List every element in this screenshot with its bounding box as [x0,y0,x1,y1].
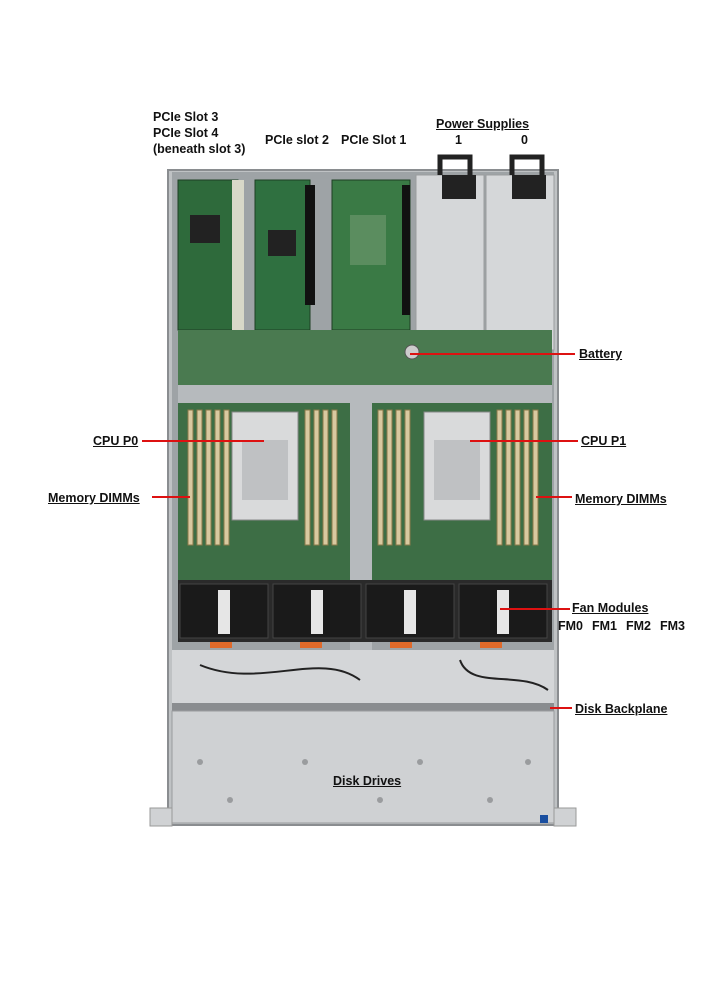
label-pcie-slot-2: PCIe slot 2 [265,133,329,147]
label-memory-dimms-left: Memory DIMMs [48,491,140,505]
label-fan-modules: Fan Modules [572,601,649,615]
label-fm1: FM1 [592,619,617,633]
label-disk-backplane: Disk Backplane [575,702,668,716]
label-pcie-slot-1: PCIe Slot 1 [341,133,407,147]
callout-line-dimms-right [536,496,572,498]
power-supply-0 [485,174,555,351]
callout-line-fan-modules [500,608,570,610]
callout-line-battery [410,353,575,355]
callout-line-disk-backplane [550,707,572,709]
label-battery: Battery [579,347,623,361]
callout-line-cpu-p1 [470,440,578,442]
label-disk-drives: Disk Drives [333,774,402,788]
label-fm2: FM2 [626,619,651,633]
label-power-supplies: Power Supplies [436,117,530,131]
label-psu-0: 0 [521,133,528,147]
disk-drives-bay [171,710,555,824]
label-psu-1: 1 [455,133,462,147]
fan-modules-group [178,580,552,648]
label-pcie-slot-3: PCIe Slot 3 [153,110,219,124]
label-pcie-slot-4-note: (beneath slot 3) [153,142,246,156]
disk-backplane [172,703,554,711]
label-pcie-slot-4: PCIe Slot 4 [153,126,219,140]
memory-dimms-right-group [377,409,539,546]
callout-line-dimms-left [152,496,190,498]
pcie-card-slot-3 [177,179,239,331]
power-supply-1 [415,174,485,351]
label-cpu-p0: CPU P0 [93,434,139,448]
label-memory-dimms-right: Memory DIMMs [575,492,667,506]
battery-icon [404,344,420,360]
callout-line-cpu-p0 [142,440,264,442]
label-fm0: FM0 [558,619,583,633]
label-cpu-p1: CPU P1 [581,434,627,448]
label-fm3: FM3 [660,619,685,633]
memory-dimms-left-group [187,409,338,546]
